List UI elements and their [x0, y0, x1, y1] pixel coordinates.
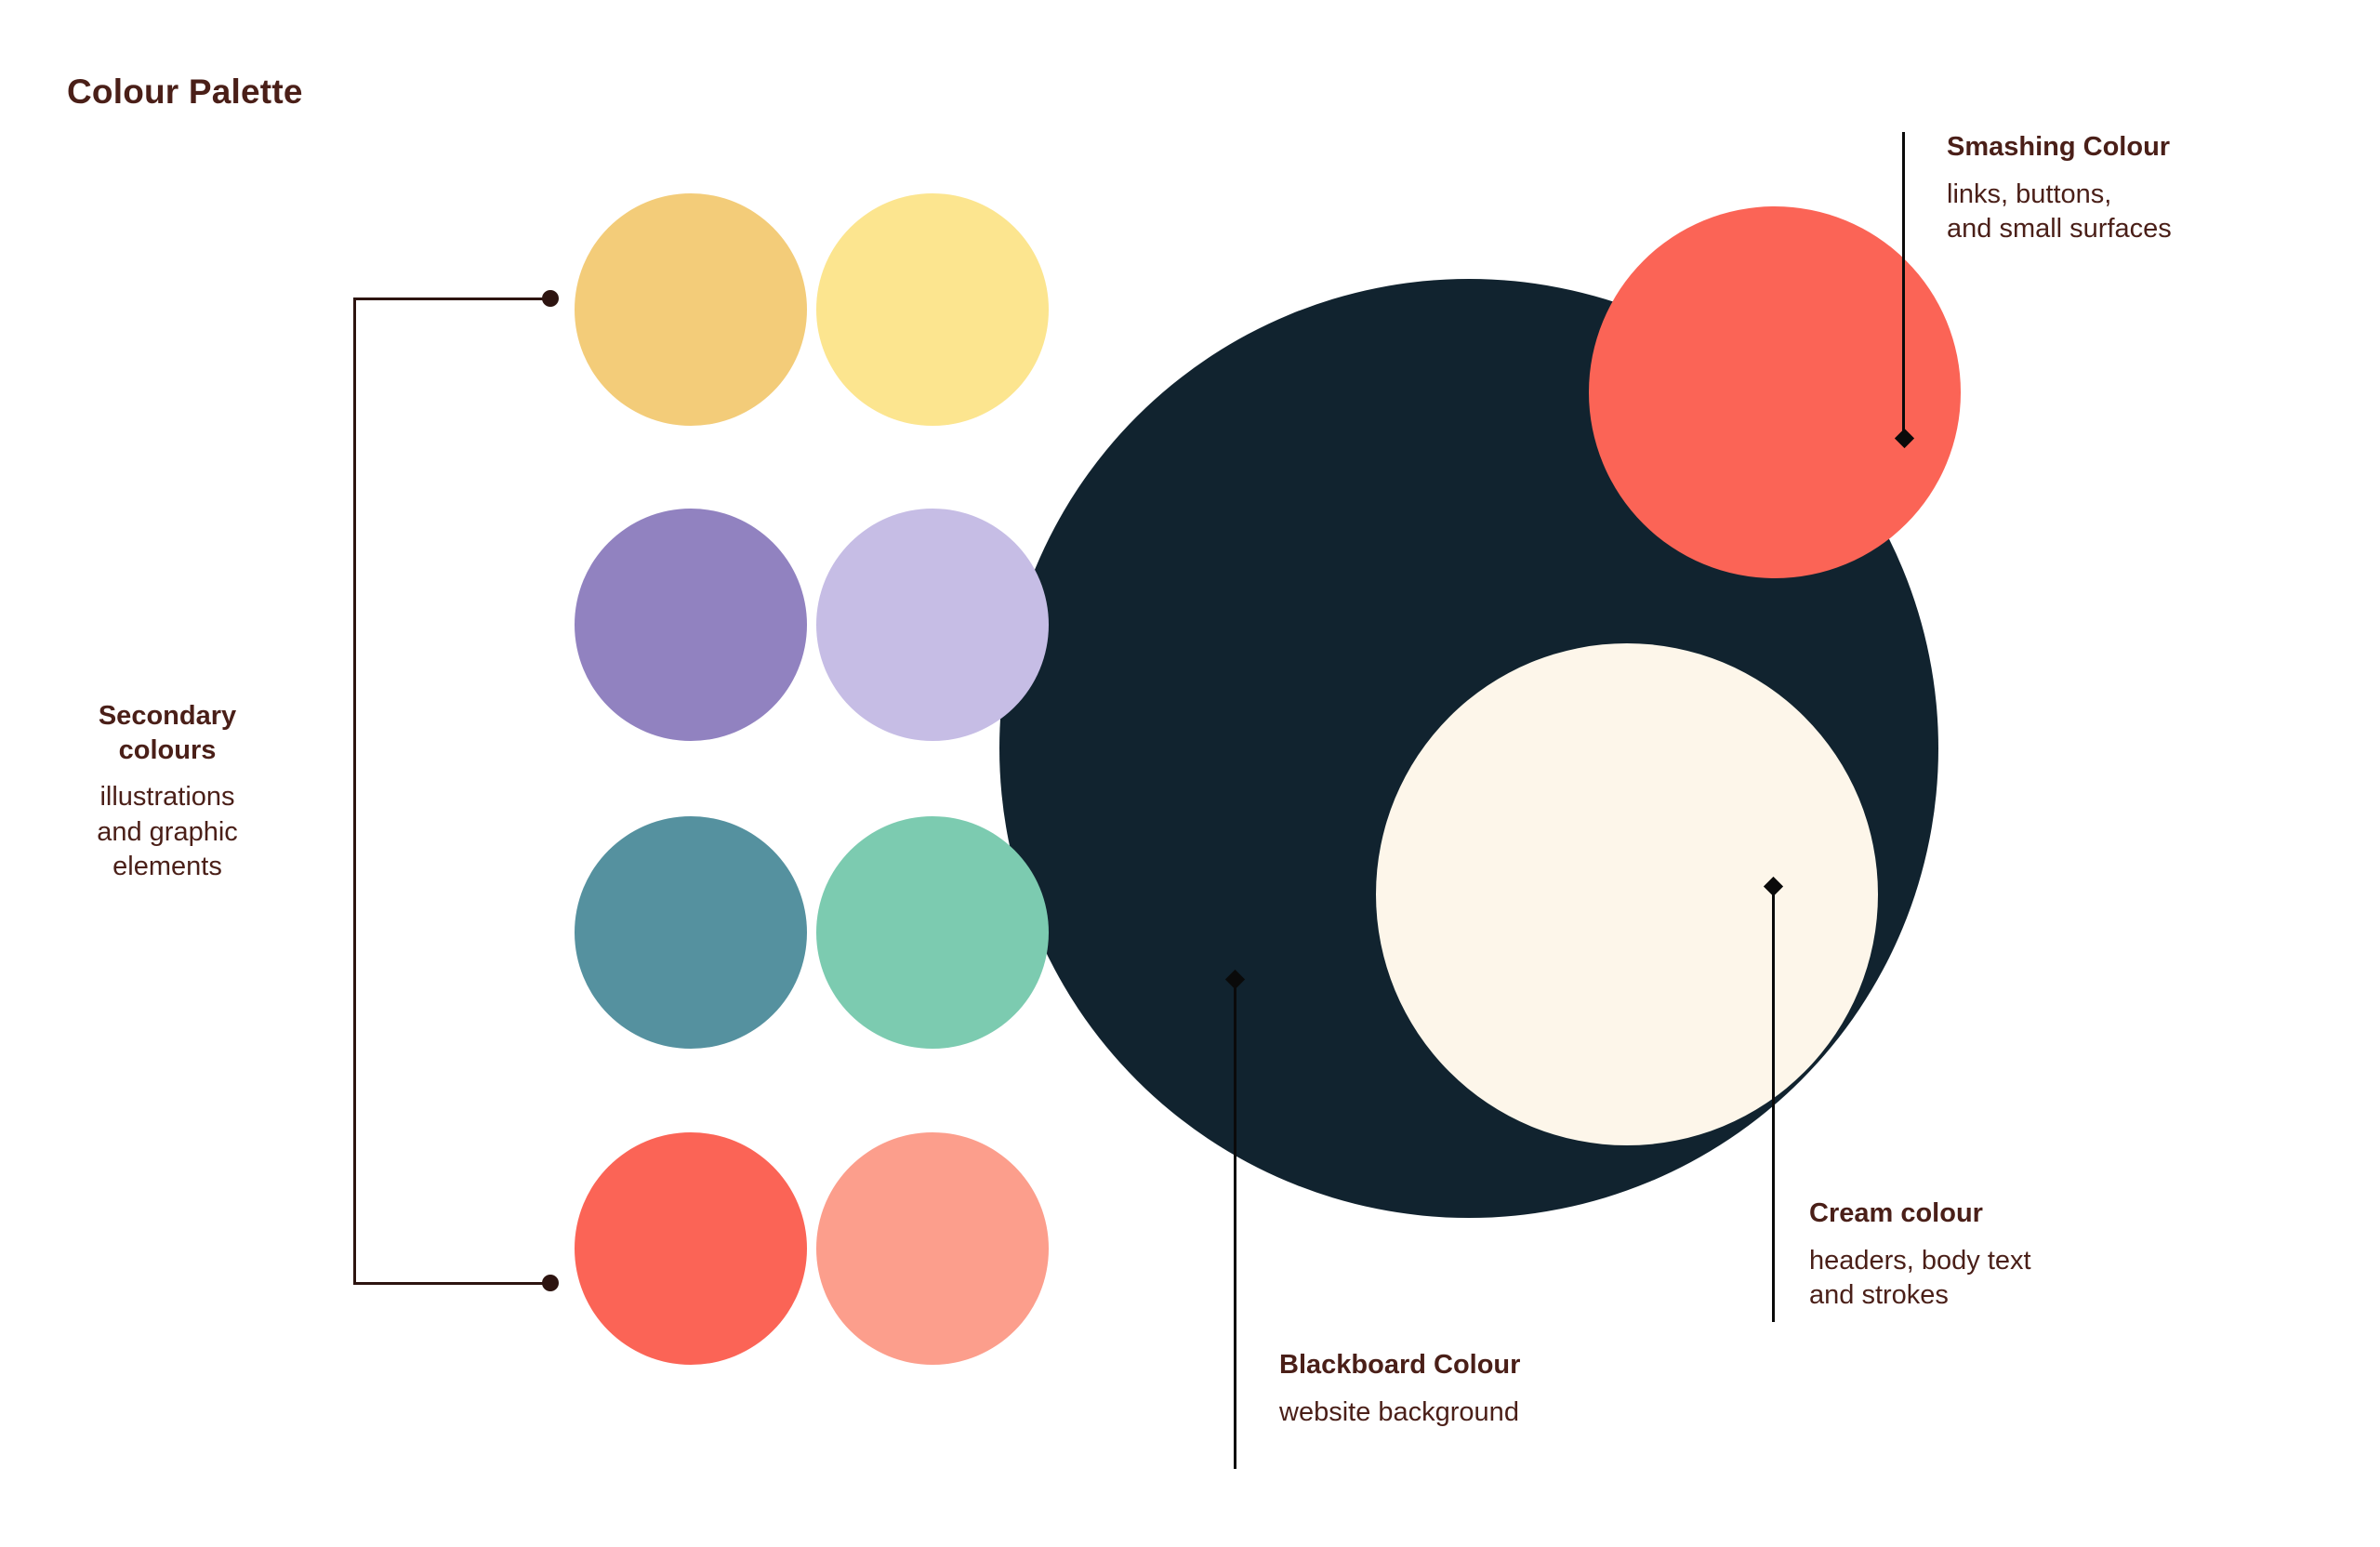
- annotation-blackboard: Blackboard Colour website background: [1279, 1348, 1670, 1430]
- secondary-bracket-arm-bottom: [353, 1282, 550, 1285]
- annotation-blackboard-title: Blackboard Colour: [1279, 1350, 1521, 1380]
- secondary-bracket-spine: [353, 298, 356, 1285]
- swatch-lavender: [816, 509, 1049, 741]
- swatch-salmon: [816, 1132, 1049, 1365]
- swatch-mint: [816, 816, 1049, 1049]
- annotation-blackboard-description: website background: [1279, 1396, 1519, 1427]
- annotation-smashing-title: Smashing Colour: [1947, 132, 2171, 162]
- annotation-secondary: Secondary colours illustrations and grap…: [37, 699, 298, 885]
- swatch-purple: [575, 509, 807, 741]
- swatch-teal: [575, 816, 807, 1049]
- secondary-bracket-arm-top: [353, 298, 550, 300]
- smashing-leader-line: [1902, 132, 1905, 444]
- secondary-bracket-dot-top: [542, 290, 559, 307]
- swatch-smashing: [1589, 206, 1961, 578]
- swatch-gold: [575, 193, 807, 426]
- annotation-smashing-description: links, buttons, and small surfaces: [1947, 178, 2172, 245]
- annotation-secondary-title: Secondary colours: [98, 701, 237, 765]
- annotation-smashing: Smashing Colour links, buttons, and smal…: [1947, 130, 2337, 247]
- annotation-cream-title: Cream colour: [1809, 1198, 1983, 1228]
- swatch-red: [575, 1132, 807, 1365]
- page-title: Colour Palette: [67, 73, 303, 111]
- annotation-cream-description: headers, body text and strokes: [1809, 1245, 2031, 1311]
- annotation-cream: Cream colour headers, body text and stro…: [1809, 1197, 2200, 1314]
- blackboard-leader-line: [1234, 978, 1236, 1469]
- swatch-cream: [1376, 643, 1878, 1145]
- swatch-yellow: [816, 193, 1049, 426]
- annotation-secondary-description: illustrations and graphic elements: [97, 782, 238, 882]
- cream-leader-line: [1772, 885, 1775, 1322]
- secondary-bracket-dot-bottom: [542, 1275, 559, 1291]
